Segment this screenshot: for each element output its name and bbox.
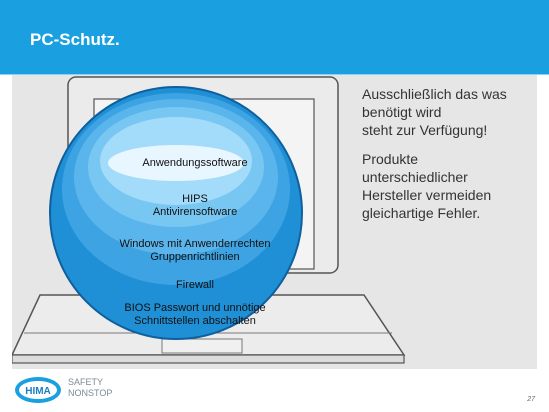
layer-application: Anwendungssoftware — [142, 157, 248, 169]
slide-header: PC-Schutz. — [0, 0, 549, 75]
laptop-touchpad — [161, 338, 243, 354]
slide-title: PC-Schutz. — [30, 30, 120, 49]
footer-tagline: SAFETY NONSTOP — [68, 377, 113, 398]
svg-text:HIMA: HIMA — [25, 386, 51, 397]
page-number: 27 — [527, 396, 535, 403]
layer-windows: Windows mit Anwenderrechten Gruppenricht… — [119, 238, 271, 263]
layer-bios: BIOS Passwort und unnötige Schnittstelle… — [124, 302, 266, 327]
right-paragraph-1: Ausschließlich das was benötigt wird ste… — [362, 86, 507, 138]
layer-hips: HIPS Antivirensoftware — [152, 193, 238, 218]
hima-logo: HIMA — [15, 377, 61, 403]
security-layers-orb — [49, 86, 303, 340]
right-paragraph-2: Produkte unterschiedlicher Hersteller ve… — [362, 151, 492, 221]
layer-firewall: Firewall — [176, 279, 214, 291]
